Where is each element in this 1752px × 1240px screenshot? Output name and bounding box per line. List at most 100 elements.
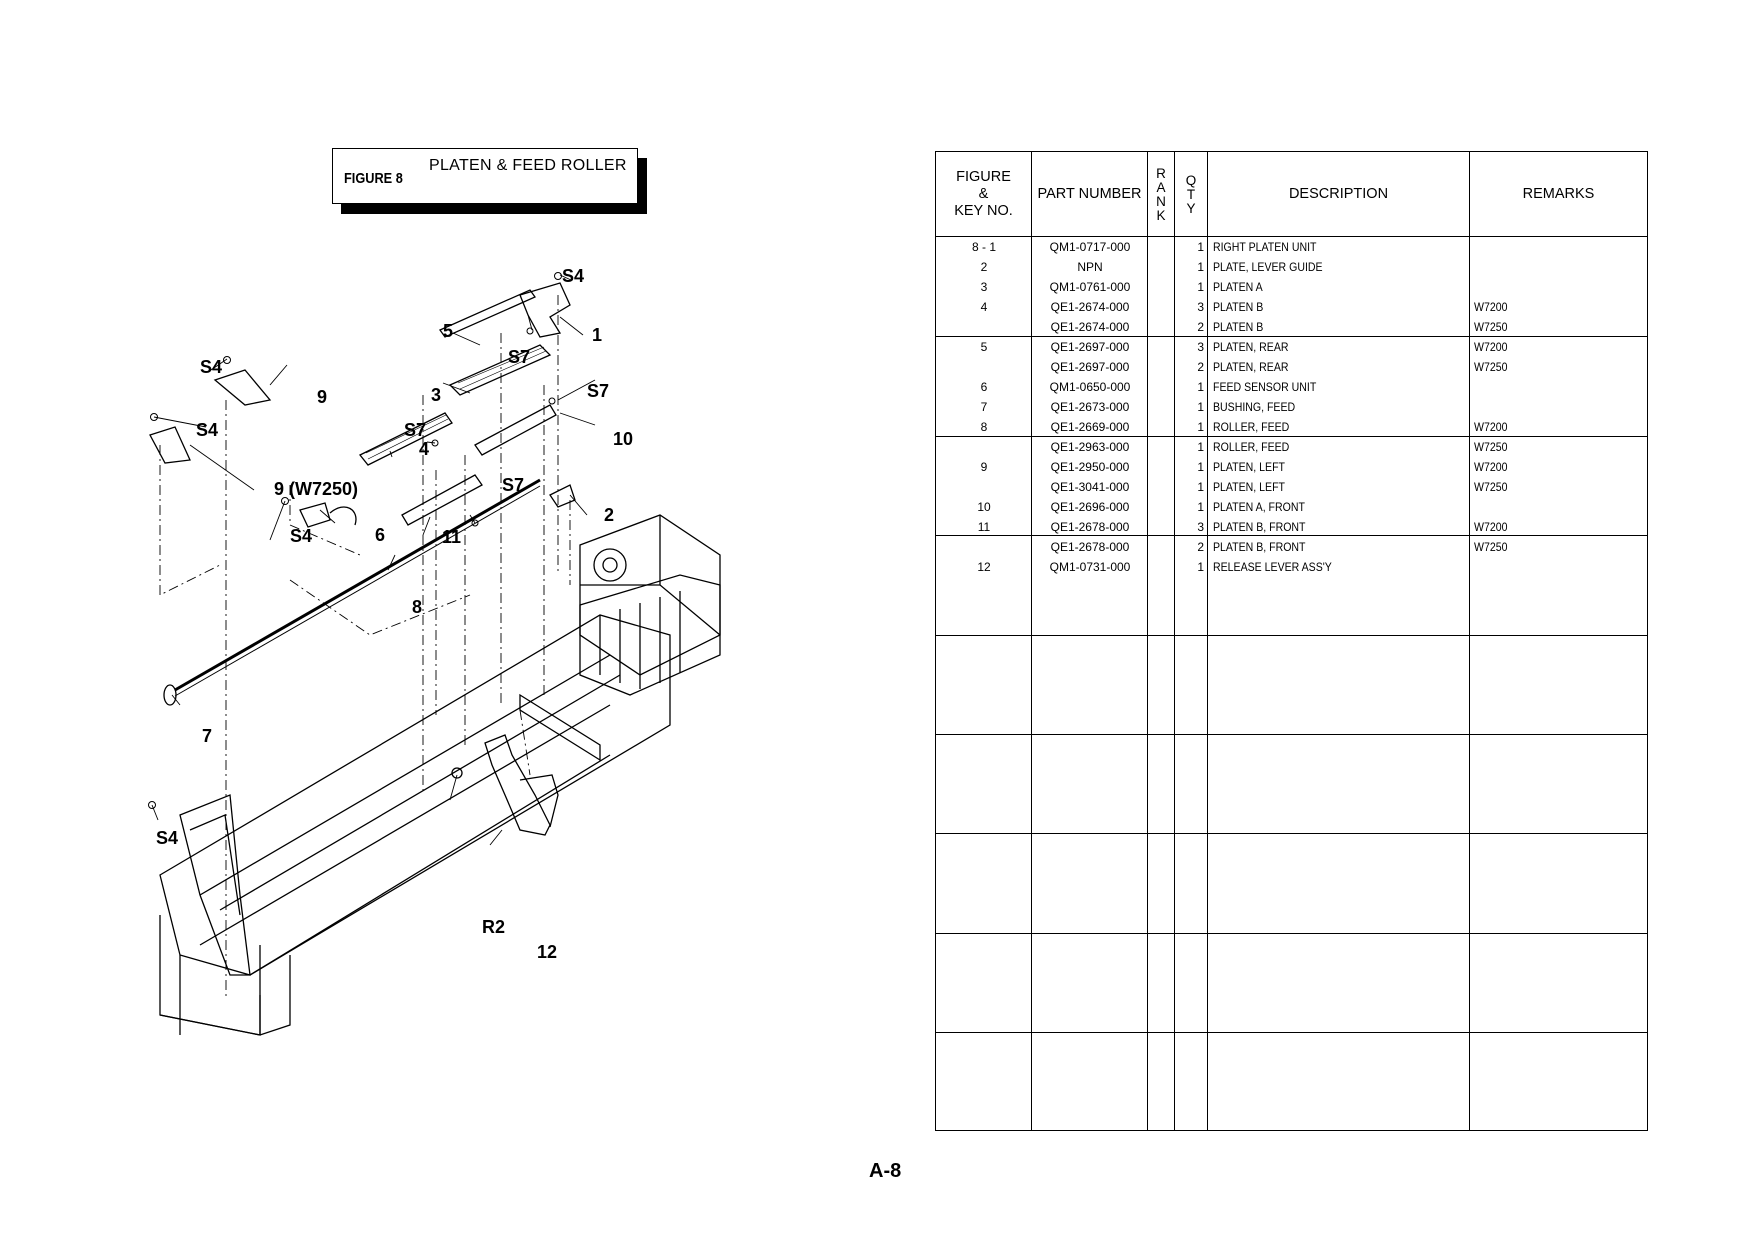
key-cell: 10 xyxy=(977,500,991,514)
cartridge-rack xyxy=(579,574,721,696)
table-header: FIGURE & KEY NO. PART NUMBER R A N K Q T… xyxy=(936,152,1647,237)
description-cell: FEED SENSOR UNIT xyxy=(1213,380,1317,394)
part-number-cell: QE1-2963-000 xyxy=(1050,440,1130,454)
figure-number: FIGURE 8 xyxy=(344,170,403,187)
part-number-cell: QE1-2674-000 xyxy=(1050,300,1130,314)
qty-cell: 1 xyxy=(1197,560,1204,574)
qty-cell: 1 xyxy=(1197,260,1204,274)
part-number-cell: QE1-2674-000 xyxy=(1050,320,1130,334)
key-cell: 3 xyxy=(980,280,988,294)
col-divider xyxy=(1207,152,1208,1130)
release-lever xyxy=(484,734,551,836)
right-platen-unit xyxy=(519,282,571,338)
left-end-plate xyxy=(179,794,251,976)
group-separator xyxy=(936,933,1647,934)
screw-s4 xyxy=(223,356,231,364)
group-separator xyxy=(936,635,1647,636)
callout-3: 3 xyxy=(431,385,441,405)
callout-2: 2 xyxy=(604,505,614,525)
callout-s7: S7 xyxy=(404,420,426,440)
callout-s4: S4 xyxy=(200,357,222,377)
part-number-cell: QE1-2697-000 xyxy=(1050,360,1130,374)
key-cell: 9 xyxy=(980,460,988,474)
callout-12: 12 xyxy=(537,942,557,962)
parts-list-table: FIGURE & KEY NO. PART NUMBER R A N K Q T… xyxy=(935,151,1648,1131)
part-number-cell: NPN xyxy=(1077,260,1103,274)
header-rank: R A N K xyxy=(1156,165,1166,223)
feed-roller-shaft xyxy=(174,478,541,692)
platen-b xyxy=(358,412,453,466)
col-divider xyxy=(1174,152,1175,1130)
frame-base xyxy=(159,955,291,1036)
qty-cell: 1 xyxy=(1197,500,1204,514)
key-cell: 7 xyxy=(980,400,988,414)
plate-lever-guide xyxy=(549,484,576,508)
callout-6: 6 xyxy=(375,525,385,545)
figure-title-box: FIGURE 8 PLATEN & FEED ROLLER xyxy=(332,148,638,204)
part-number-cell: QE1-2678-000 xyxy=(1050,520,1130,534)
page-number: A-8 xyxy=(869,1160,902,1182)
remarks-cell: W7200 xyxy=(1474,420,1508,434)
platen-left xyxy=(213,369,272,406)
group-separator xyxy=(936,1032,1647,1033)
figure-title: PLATEN & FEED ROLLER xyxy=(429,157,627,174)
key-cell: 12 xyxy=(977,560,991,574)
qty-cell: 2 xyxy=(1197,540,1204,554)
header-qty: Q T Y xyxy=(1185,172,1197,216)
bushing-feed xyxy=(163,684,177,706)
qty-cell: 1 xyxy=(1197,280,1204,294)
header-remarks: REMARKS xyxy=(1522,186,1595,202)
qty-cell: 1 xyxy=(1197,480,1204,494)
key-cell: 8 - 1 xyxy=(971,240,996,254)
description-cell: PLATEN B, FRONT xyxy=(1213,540,1306,554)
callout-5: 5 xyxy=(443,321,453,341)
qty-cell: 3 xyxy=(1197,300,1204,314)
exploded-parts-diagram: S4 1 5 S7 S4 9 3 S7 S4 S7 10 4 9 (W7250)… xyxy=(148,266,721,1036)
screw-s4 xyxy=(148,801,156,809)
description-cell: PLATE, LEVER GUIDE xyxy=(1213,260,1323,274)
description-cell: PLATEN, LEFT xyxy=(1213,480,1285,494)
part-number-cell: QE1-2678-000 xyxy=(1050,540,1130,554)
callout-11: 11 xyxy=(442,527,461,547)
qty-cell: 3 xyxy=(1197,520,1204,534)
callout-1: 1 xyxy=(592,325,602,345)
qty-cell: 2 xyxy=(1197,360,1204,374)
table-row: QE1-2678-000 2 PLATEN B, FRONT W7250 xyxy=(936,538,1647,558)
group-separator xyxy=(936,336,1647,337)
header-part-number: PART NUMBER xyxy=(1037,186,1142,202)
callout-4: 4 xyxy=(419,439,429,459)
description-cell: PLATEN A, FRONT xyxy=(1213,500,1305,514)
screw-s7 xyxy=(548,397,556,405)
callout-s7: S7 xyxy=(508,347,530,367)
qty-cell: 1 xyxy=(1197,420,1204,434)
description-cell: PLATEN, REAR xyxy=(1213,340,1289,354)
callout-7: 7 xyxy=(202,726,212,746)
col-divider xyxy=(1469,152,1470,1130)
remarks-cell: W7200 xyxy=(1474,460,1508,474)
remarks-cell: W7200 xyxy=(1474,520,1508,534)
screw-s4 xyxy=(554,272,562,280)
platen-a-front xyxy=(474,404,557,456)
retaining-ring-r2 xyxy=(451,767,463,779)
remarks-cell: W7250 xyxy=(1474,540,1508,554)
screw-s7 xyxy=(526,327,534,335)
group-separator xyxy=(936,734,1647,735)
qty-cell: 1 xyxy=(1197,440,1204,454)
part-number-cell: QE1-2669-000 xyxy=(1050,420,1130,434)
part-number-cell: QE1-3041-000 xyxy=(1050,480,1130,494)
col-divider xyxy=(1031,152,1032,1130)
callout-10: 10 xyxy=(613,429,633,449)
remarks-cell: W7200 xyxy=(1474,300,1508,314)
description-cell: PLATEN B xyxy=(1213,300,1264,314)
part-number-cell: QE1-2950-000 xyxy=(1050,460,1130,474)
